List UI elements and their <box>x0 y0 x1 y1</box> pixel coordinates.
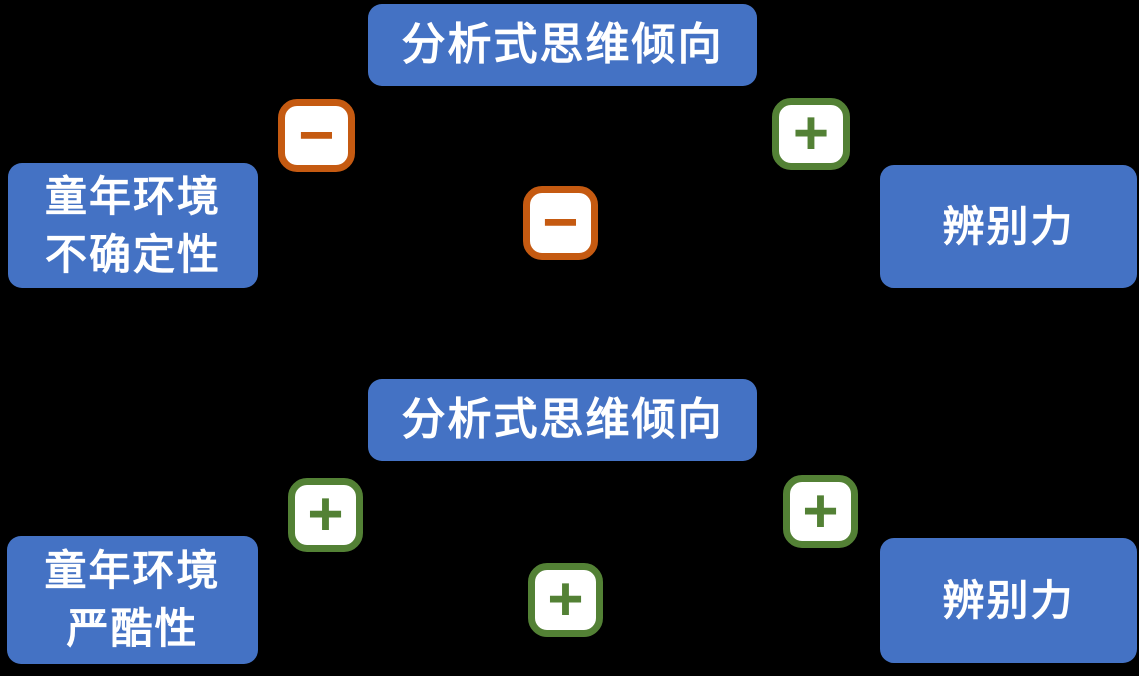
node-label-line2: 不确定性 <box>44 230 221 278</box>
minus-sign-glyph: − <box>298 100 335 170</box>
path-sign-predictor-to-mediator: + <box>288 478 363 552</box>
node-outcome-discernment: 辨别力 <box>880 165 1137 288</box>
path-sign-mediator-to-outcome: + <box>772 98 850 170</box>
path-sign-predictor-to-outcome: + <box>528 563 603 637</box>
node-label-line1: 童年环境 <box>44 172 221 220</box>
plus-sign-glyph: + <box>802 476 839 546</box>
minus-sign-glyph: − <box>542 188 579 258</box>
node-mediator-analytic-thinking: 分析式思维倾向 <box>368 379 757 461</box>
node-label: 辨别力 <box>942 576 1075 624</box>
path-sign-mediator-to-outcome: + <box>783 475 858 548</box>
node-label-line2: 严酷性 <box>66 605 199 652</box>
node-predictor-uncertainty: 童年环境 不确定性 <box>8 163 258 288</box>
node-label: 分析式思维倾向 <box>401 19 724 69</box>
path-sign-predictor-to-outcome: − <box>523 186 598 260</box>
node-outcome-discernment: 辨别力 <box>880 538 1137 663</box>
node-predictor-harshness: 童年环境 严酷性 <box>7 536 258 664</box>
plus-sign-glyph: + <box>307 480 344 550</box>
node-label: 分析式思维倾向 <box>401 394 724 444</box>
path-sign-predictor-to-mediator: − <box>278 99 355 172</box>
node-label-line1: 童年环境 <box>44 547 221 595</box>
plus-sign-glyph: + <box>792 99 830 169</box>
plus-sign-glyph: + <box>547 565 584 635</box>
node-mediator-analytic-thinking: 分析式思维倾向 <box>368 4 757 86</box>
node-label: 辨别力 <box>942 202 1075 250</box>
